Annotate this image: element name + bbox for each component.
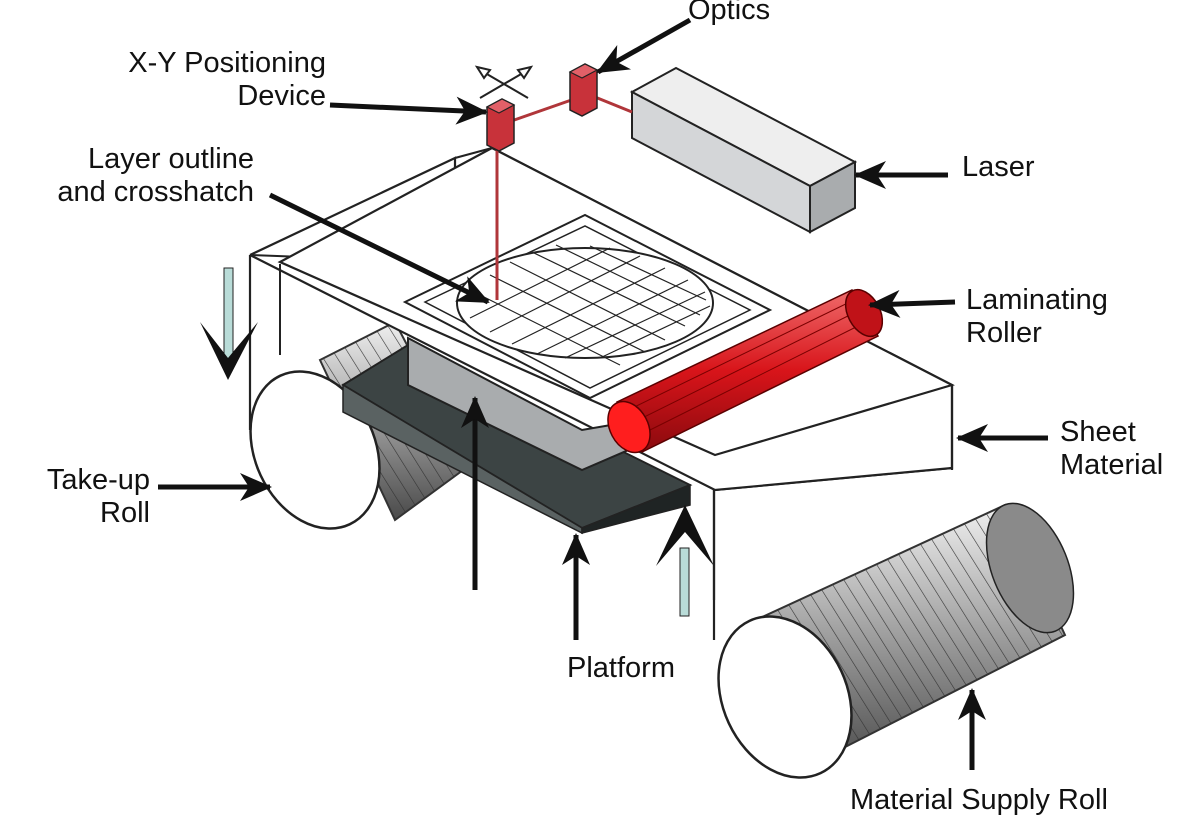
- label-platform: Platform: [567, 652, 675, 684]
- label-takeup-roll: Take-up Roll: [46, 464, 150, 529]
- layer-leader-arrow-icon: [268, 192, 490, 305]
- label-laminating-roller: Laminating Roller: [966, 284, 1108, 349]
- takeup-down-arrow-icon: [200, 267, 258, 380]
- leader-arrows: [158, 17, 1048, 770]
- supply-roll: [717, 502, 1075, 779]
- label-supply-roll: Material Supply Roll: [850, 784, 1108, 816]
- optics-leader-arrow-icon: [596, 17, 692, 75]
- xy-leader-arrow-icon: [329, 96, 488, 125]
- label-optics: Optics: [688, 0, 771, 26]
- xy-head: [474, 65, 534, 152]
- laser-box: [629, 66, 858, 234]
- label-layer-outline: Layer outline and crosshatch: [57, 143, 254, 208]
- optics-head: [568, 63, 599, 117]
- label-sheet-material: Sheet Material: [1060, 416, 1164, 481]
- roller-leader-arrow-icon: [868, 289, 956, 318]
- laminating-roller: [607, 288, 884, 454]
- label-laser: Laser: [962, 151, 1035, 183]
- supply-up-arrow-icon: [656, 505, 714, 617]
- platform-block: [341, 336, 693, 535]
- label-xy-device: X-Y Positioning Device: [128, 47, 326, 112]
